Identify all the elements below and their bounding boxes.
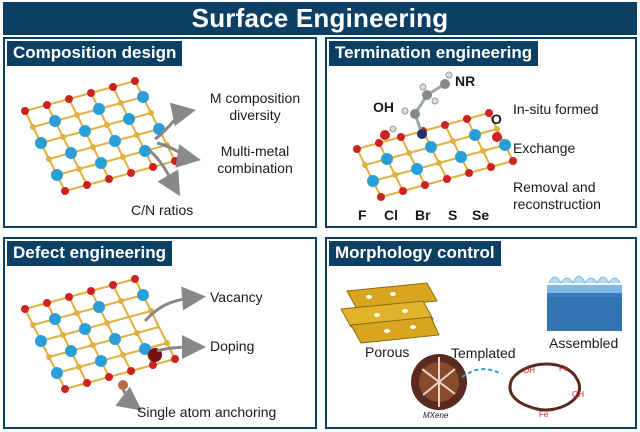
svg-text:OH: OH xyxy=(523,366,535,375)
element-br: Br xyxy=(415,207,431,223)
label-single-atom: Single atom anchoring xyxy=(137,404,277,420)
panel-defect: Defect engineering Vacancy Doping Single… xyxy=(3,237,317,429)
svg-text:Fe: Fe xyxy=(559,364,569,373)
element-se: Se xyxy=(472,207,490,223)
label-exchange: Exchange xyxy=(513,140,576,156)
label-removal: Removal and reconstruction xyxy=(513,179,601,212)
svg-text:Fe: Fe xyxy=(539,410,549,419)
group-o: O xyxy=(491,111,502,127)
label-doping: Doping xyxy=(210,338,255,354)
label-vacancy: Vacancy xyxy=(210,289,263,305)
panel-morphology: Morphology control xyxy=(325,237,637,429)
panel-title-composition: Composition design xyxy=(7,41,183,66)
label-porous: Porous xyxy=(365,344,410,360)
termination-lattice xyxy=(353,109,517,201)
element-f: F xyxy=(358,207,367,223)
group-oh: OH xyxy=(373,99,394,115)
panel-title-termination: Termination engineering xyxy=(329,41,539,66)
assembled-block-icon xyxy=(547,275,622,331)
termination-molecule xyxy=(380,71,502,142)
defect-arrows xyxy=(115,286,206,411)
label-assembled: Assembled xyxy=(549,335,619,351)
porous-sheets-icon xyxy=(340,282,440,344)
composition-arrows xyxy=(149,102,201,197)
composition-lattice xyxy=(21,77,179,195)
label-cn-ratios: C/N ratios xyxy=(131,202,194,218)
element-cl: Cl xyxy=(384,207,398,223)
element-s: S xyxy=(448,207,458,223)
label-m-composition: M composition diversity xyxy=(209,90,301,123)
panel-title-defect: Defect engineering xyxy=(7,241,173,266)
panel-termination: Termination engineering NR OH O F Cl Br … xyxy=(325,37,637,228)
main-title: Surface Engineering xyxy=(3,2,637,35)
defect-lattice xyxy=(21,275,179,393)
mxene-template-icon xyxy=(411,354,467,410)
label-multi-metal: Multi-metal combination xyxy=(217,143,293,176)
morphology-illustrations: OH Fe OH Fe xyxy=(340,275,622,419)
panel-title-morphology: Morphology control xyxy=(329,241,501,266)
fe-oh-ring-icon: OH Fe OH Fe xyxy=(508,362,584,419)
label-templated: Templated xyxy=(451,345,516,361)
label-mxene: MXene xyxy=(423,411,449,420)
panel-composition: Composition design M composition diversi… xyxy=(3,37,317,228)
group-nr: NR xyxy=(455,73,476,89)
svg-text:OH: OH xyxy=(572,390,584,399)
label-in-situ: In-situ formed xyxy=(513,101,599,117)
